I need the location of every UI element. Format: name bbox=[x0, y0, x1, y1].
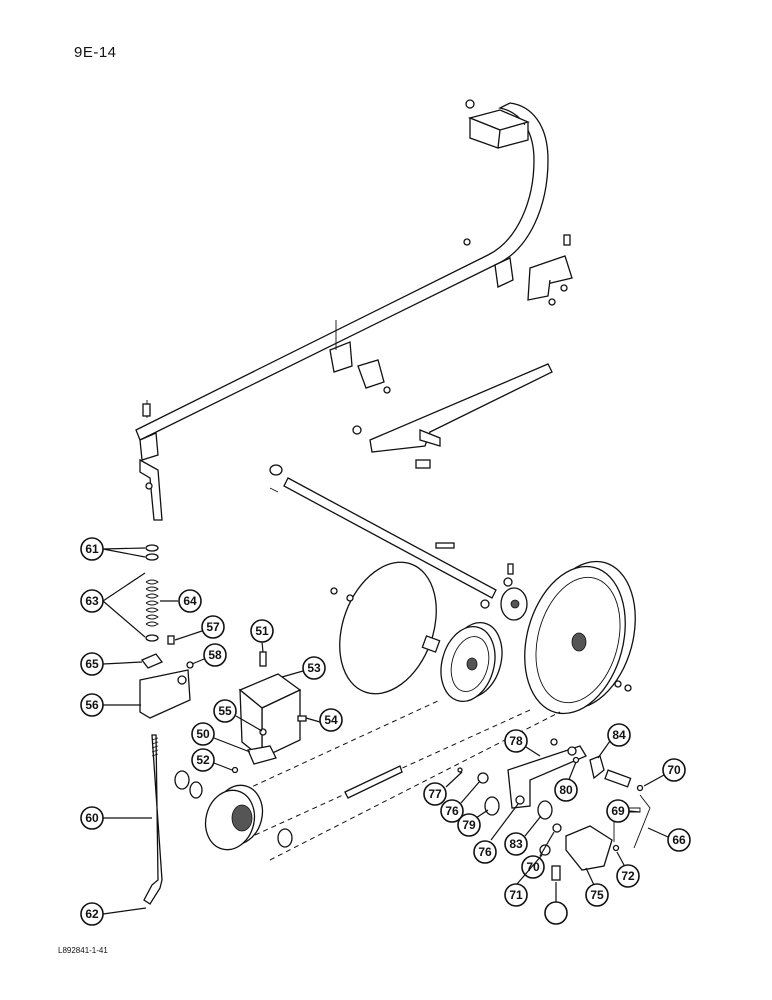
svg-text:70: 70 bbox=[667, 763, 681, 777]
callout-64: 64 bbox=[160, 589, 202, 613]
svg-text:69: 69 bbox=[611, 804, 625, 818]
svg-text:51: 51 bbox=[255, 624, 269, 638]
callout-53: 53 bbox=[281, 656, 326, 680]
callout-54: 54 bbox=[305, 708, 343, 732]
svg-text:84: 84 bbox=[612, 728, 626, 742]
callout-70-upper: 70 bbox=[643, 758, 686, 787]
large-pulley bbox=[524, 560, 636, 715]
svg-text:63: 63 bbox=[85, 594, 99, 608]
svg-text:58: 58 bbox=[208, 648, 222, 662]
svg-text:83: 83 bbox=[509, 837, 523, 851]
svg-text:66: 66 bbox=[672, 833, 686, 847]
svg-text:61: 61 bbox=[85, 542, 99, 556]
idler-pulley bbox=[174, 770, 293, 851]
callout-79-left: 79 bbox=[457, 809, 489, 837]
callout-76-upper: 76 bbox=[440, 780, 481, 823]
callout-84: 84 bbox=[597, 723, 631, 759]
svg-text:78: 78 bbox=[509, 734, 523, 748]
svg-text:53: 53 bbox=[307, 661, 321, 675]
callout-79-right: 83 bbox=[504, 815, 542, 856]
callout-60: 60 bbox=[80, 806, 152, 830]
document-code: L892841-1-41 bbox=[58, 946, 108, 955]
callout-62: 62 bbox=[80, 902, 147, 926]
svg-text:60: 60 bbox=[85, 811, 99, 825]
drive-shaft bbox=[269, 464, 497, 609]
page-code: 9E-14 bbox=[74, 44, 117, 61]
callout-72: 71 bbox=[504, 854, 543, 907]
callout-80: 80 bbox=[554, 761, 578, 802]
callout-65: 65 bbox=[80, 652, 143, 676]
callout-55: 55 bbox=[213, 699, 263, 732]
callout-52: 52 bbox=[191, 748, 233, 772]
callout-83: 76 bbox=[473, 803, 519, 864]
idler-arm-assembly bbox=[457, 738, 651, 881]
svg-text:70: 70 bbox=[526, 860, 540, 874]
callout-51: 51 bbox=[250, 619, 274, 653]
svg-text:64: 64 bbox=[183, 594, 197, 608]
callout-78: 78 bbox=[504, 729, 541, 757]
shield-disc bbox=[339, 561, 437, 695]
spring-assembly bbox=[139, 544, 194, 905]
svg-text:55: 55 bbox=[218, 704, 232, 718]
svg-text:56: 56 bbox=[85, 698, 99, 712]
callout-70-lower: 72 bbox=[616, 851, 640, 888]
callout-76-lower: 70 bbox=[521, 831, 555, 879]
pulley-bracket bbox=[231, 651, 307, 774]
small-pulley bbox=[421, 563, 528, 702]
support-bar bbox=[352, 363, 553, 469]
svg-text:76: 76 bbox=[478, 845, 492, 859]
svg-text:72: 72 bbox=[621, 869, 635, 883]
svg-text:62: 62 bbox=[85, 907, 99, 921]
svg-text:71: 71 bbox=[509, 888, 523, 902]
svg-text:76: 76 bbox=[445, 804, 459, 818]
callout-57: 57 bbox=[174, 615, 225, 641]
svg-text:57: 57 bbox=[206, 620, 220, 634]
svg-text:50: 50 bbox=[196, 727, 210, 741]
curved-frame-tube bbox=[135, 99, 573, 521]
svg-text:77: 77 bbox=[428, 787, 442, 801]
svg-text:80: 80 bbox=[559, 783, 573, 797]
callout-61: 61 bbox=[80, 537, 146, 561]
callout-71: 75 bbox=[585, 867, 609, 907]
callout-63: 63 bbox=[80, 572, 146, 638]
svg-text:79: 79 bbox=[462, 818, 476, 832]
svg-text:52: 52 bbox=[196, 753, 210, 767]
callout-50: 50 bbox=[191, 722, 251, 753]
callout-66: 66 bbox=[647, 827, 691, 852]
callout-56: 56 bbox=[80, 693, 141, 717]
svg-text:65: 65 bbox=[85, 657, 99, 671]
callout-58: 58 bbox=[191, 643, 227, 667]
callout-75 bbox=[544, 882, 568, 925]
callout-69: 69 bbox=[606, 799, 641, 823]
callout-77: 77 bbox=[423, 771, 463, 806]
svg-text:54: 54 bbox=[324, 713, 338, 727]
svg-text:75: 75 bbox=[590, 888, 604, 902]
